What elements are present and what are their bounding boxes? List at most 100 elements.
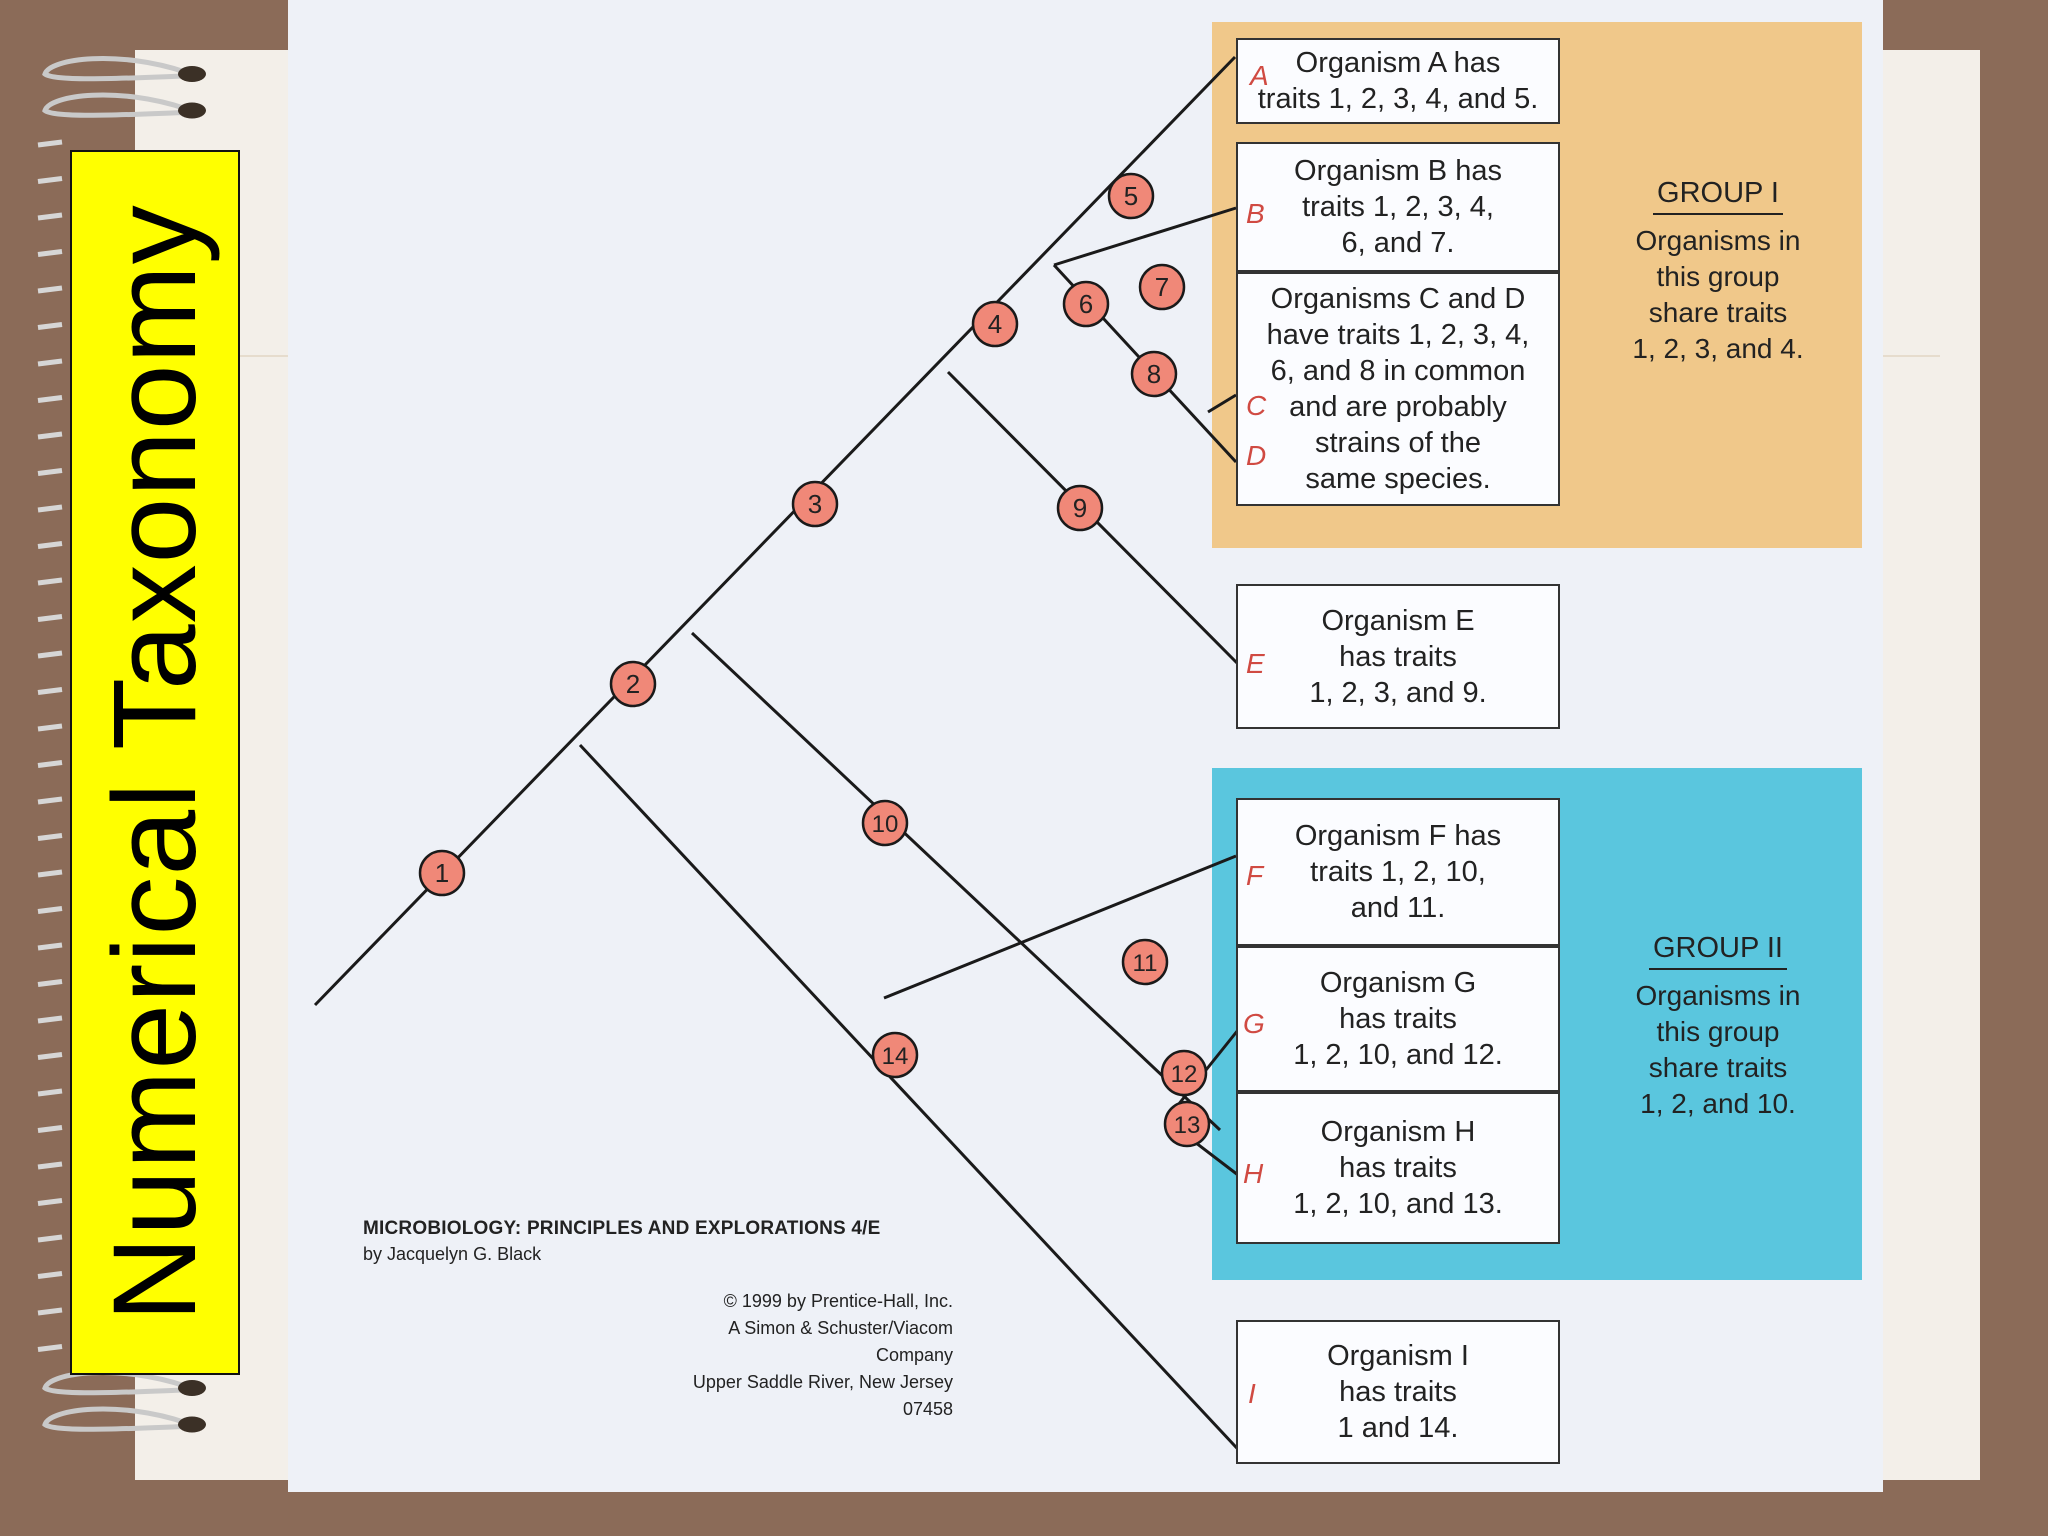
letter-f: F	[1246, 860, 1264, 891]
spiral-ring-icon	[42, 56, 186, 82]
spiral-ring-icon	[37, 833, 63, 841]
branch-line	[578, 743, 1250, 1462]
spiral-ring-icon	[37, 541, 63, 549]
figure-credit: MICROBIOLOGY: PRINCIPLES AND EXPLORATION…	[363, 1218, 1243, 1419]
trait-node-label: 11	[1133, 950, 1158, 977]
trait-node-label: 9	[1073, 493, 1087, 523]
trait-node-8: 8	[1130, 350, 1178, 398]
organism-g-text: Organism G has traits 1, 2, 10, and 12.	[1293, 967, 1503, 1071]
spiral-ring-icon	[37, 322, 63, 330]
trait-node-3: 3	[791, 480, 839, 528]
trait-node-10: 10	[861, 799, 909, 847]
branch-line	[883, 854, 1237, 1000]
trait-node-circle	[1062, 280, 1110, 328]
trait-node-label: 8	[1147, 359, 1161, 389]
letter-g: G	[1243, 1008, 1265, 1039]
organism-h-box: Organism H has traits 1, 2, 10, and 13.	[1236, 1092, 1560, 1244]
trait-node-circle	[418, 849, 466, 897]
spiral-ring-icon	[42, 92, 186, 118]
trait-node-1: 1	[418, 849, 466, 897]
group1-title: GROUP I	[1653, 175, 1783, 215]
letter-e: E	[1246, 648, 1265, 679]
spiral-ring-icon	[37, 1344, 63, 1352]
group1-label: GROUP I Organisms in this group share tr…	[1598, 175, 1838, 367]
spiral-ring-icon	[37, 869, 63, 878]
organism-a-text: Organism A has traits 1, 2, 3, 4, and 5.	[1257, 47, 1539, 115]
spiral-ring-icon	[37, 1161, 63, 1170]
spiral-ring-icon	[37, 906, 63, 914]
spiral-ring-icon	[37, 1125, 63, 1133]
organism-b-box: Organism B has traits 1, 2, 3, 4, 6, and…	[1236, 142, 1560, 272]
organism-g-box: Organism G has traits 1, 2, 10, and 12.	[1236, 946, 1560, 1092]
organism-f-box: Organism F has traits 1, 2, 10, and 11.	[1236, 798, 1560, 946]
spiral-ring-icon	[37, 395, 63, 403]
spiral-ring-icon	[37, 1052, 63, 1060]
spiral-ring-icon	[37, 942, 63, 951]
credit-book-title: MICROBIOLOGY: PRINCIPLES AND EXPLORATION…	[363, 1218, 881, 1239]
trait-node-11: 11	[1121, 938, 1169, 986]
spiral-ring-icon	[37, 1234, 63, 1243]
spiral-ring-icon	[37, 687, 63, 695]
trait-node-label: 2	[626, 669, 640, 699]
trait-node-label: 5	[1124, 181, 1138, 211]
spiral-ring-icon	[37, 577, 63, 586]
spiral-ring-icon	[37, 139, 63, 148]
spiral-ring-icon	[37, 723, 63, 732]
trait-node-6: 6	[1062, 280, 1110, 328]
group2-description: Organisms in this group share traits 1, …	[1635, 980, 1801, 1119]
credit-author: by Jacquelyn G. Black	[363, 1244, 542, 1264]
letter-i: I	[1248, 1378, 1256, 1409]
letter-b: B	[1246, 198, 1265, 229]
trait-node-circle	[1107, 172, 1155, 220]
trait-node-label: 6	[1079, 289, 1093, 319]
spiral-ring-icon	[42, 1370, 186, 1396]
trait-node-circle	[609, 660, 657, 708]
letter-d: D	[1246, 440, 1267, 471]
spiral-ring-icon	[37, 358, 63, 367]
slide-title: Numerical Taxonomy	[89, 203, 222, 1322]
letter-h: H	[1243, 1158, 1264, 1189]
spiral-hole-icon	[178, 102, 206, 119]
trait-node-9: 9	[1056, 484, 1104, 532]
spiral-ring-icon	[42, 1406, 186, 1432]
trait-node-circle	[791, 480, 839, 528]
spiral-ring-icon	[37, 212, 63, 221]
spiral-ring-icon	[37, 796, 63, 805]
spiral-ring-icon	[37, 1198, 63, 1206]
spiral-hole-icon	[178, 1380, 206, 1396]
trait-node-7: 7	[1138, 263, 1186, 311]
organism-cd-box: Organisms C and D have traits 1, 2, 3, 4…	[1236, 272, 1560, 506]
trait-node-label: 13	[1174, 1112, 1201, 1139]
organism-a-box: Organism A has traits 1, 2, 3, 4, and 5.	[1236, 38, 1560, 124]
trait-node-4: 4	[971, 300, 1019, 348]
trait-node-circle	[1121, 938, 1169, 986]
trait-node-12: 12	[1160, 1049, 1208, 1097]
branch-line	[313, 55, 1237, 1007]
branch-line	[690, 631, 1222, 1132]
organism-e-box: Organism E has traits 1, 2, 3, and 9.	[1236, 584, 1560, 729]
trait-node-label: 14	[882, 1043, 909, 1070]
trait-node-14: 14	[871, 1031, 919, 1079]
spiral-ring-icon	[37, 760, 63, 768]
organism-h-text: Organism H has traits 1, 2, 10, and 13.	[1293, 1116, 1503, 1220]
organism-f-text: Organism F has traits 1, 2, 10, and 11.	[1294, 820, 1502, 924]
spiral-ring-icon	[37, 979, 63, 987]
spiral-hole-icon	[178, 1416, 206, 1433]
letter-a: A	[1250, 60, 1269, 91]
spiral-binding-icon	[37, 56, 206, 1433]
spiral-ring-icon	[37, 1307, 63, 1316]
trait-node-label: 1	[435, 858, 449, 888]
trait-node-circle	[1160, 1049, 1208, 1097]
branch-line	[1053, 206, 1237, 267]
organism-e-text: Organism E has traits 1, 2, 3, and 9.	[1309, 604, 1487, 709]
group2-label: GROUP II Organisms in this group share t…	[1598, 930, 1838, 1122]
spiral-ring-icon	[37, 285, 63, 294]
spiral-hole-icon	[178, 66, 206, 82]
group2-title: GROUP II	[1649, 930, 1787, 970]
branch-line	[1207, 393, 1237, 414]
trait-node-5: 5	[1107, 172, 1155, 220]
trait-node-label: 7	[1155, 272, 1169, 302]
organism-b-text: Organism B has traits 1, 2, 3, 4, 6, and…	[1294, 155, 1502, 259]
